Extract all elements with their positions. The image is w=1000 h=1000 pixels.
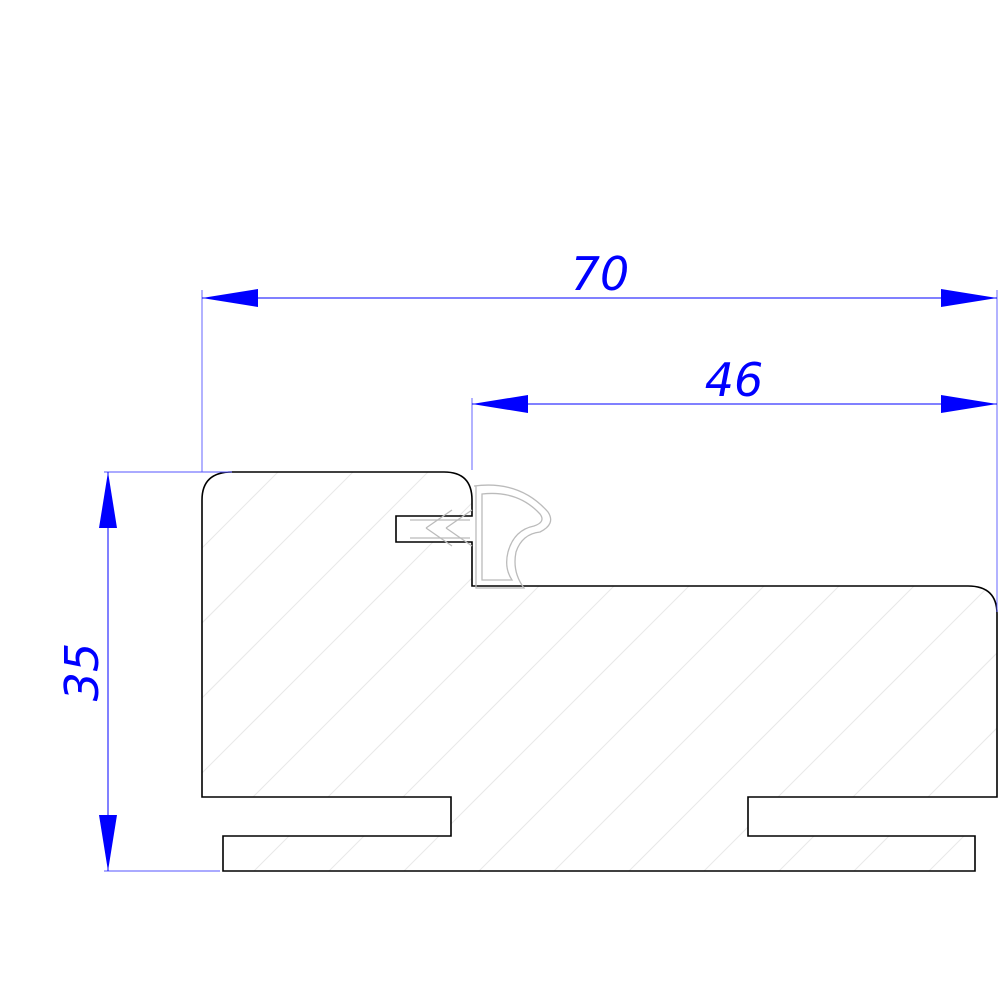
hatch-line	[202, 472, 481, 871]
hatch-line	[202, 472, 406, 871]
hatch-line	[674, 472, 997, 871]
dimension-lines	[107, 297, 997, 871]
dimension-label-35: 35	[55, 643, 109, 702]
arrow-70-right	[941, 289, 997, 307]
hatch-line	[599, 472, 997, 871]
hatch-line	[224, 472, 706, 871]
arrow-35-bottom	[99, 815, 117, 871]
frame-profile-outline	[201, 471, 998, 872]
arrow-46-left	[472, 395, 528, 413]
dimension-label-70: 70	[571, 247, 630, 301]
hatch-line	[0, 420, 30, 900]
arrowheads	[99, 289, 997, 871]
hatch-line	[202, 472, 556, 871]
hatch-line	[202, 472, 256, 871]
hatch-line	[299, 472, 781, 871]
hatch-line	[824, 472, 997, 871]
hatch-line	[374, 472, 856, 871]
hatch-line	[524, 472, 997, 871]
dimension-label-46: 46	[705, 353, 764, 407]
extension-lines	[104, 290, 998, 872]
rubber-seal	[410, 484, 552, 589]
arrow-46-right	[941, 395, 997, 413]
hatch-line	[202, 472, 631, 871]
hatch-line	[749, 472, 997, 871]
hatching	[0, 420, 997, 900]
arrow-35-top	[99, 472, 117, 528]
hatch-line	[202, 472, 331, 871]
arrow-70-left	[202, 289, 258, 307]
